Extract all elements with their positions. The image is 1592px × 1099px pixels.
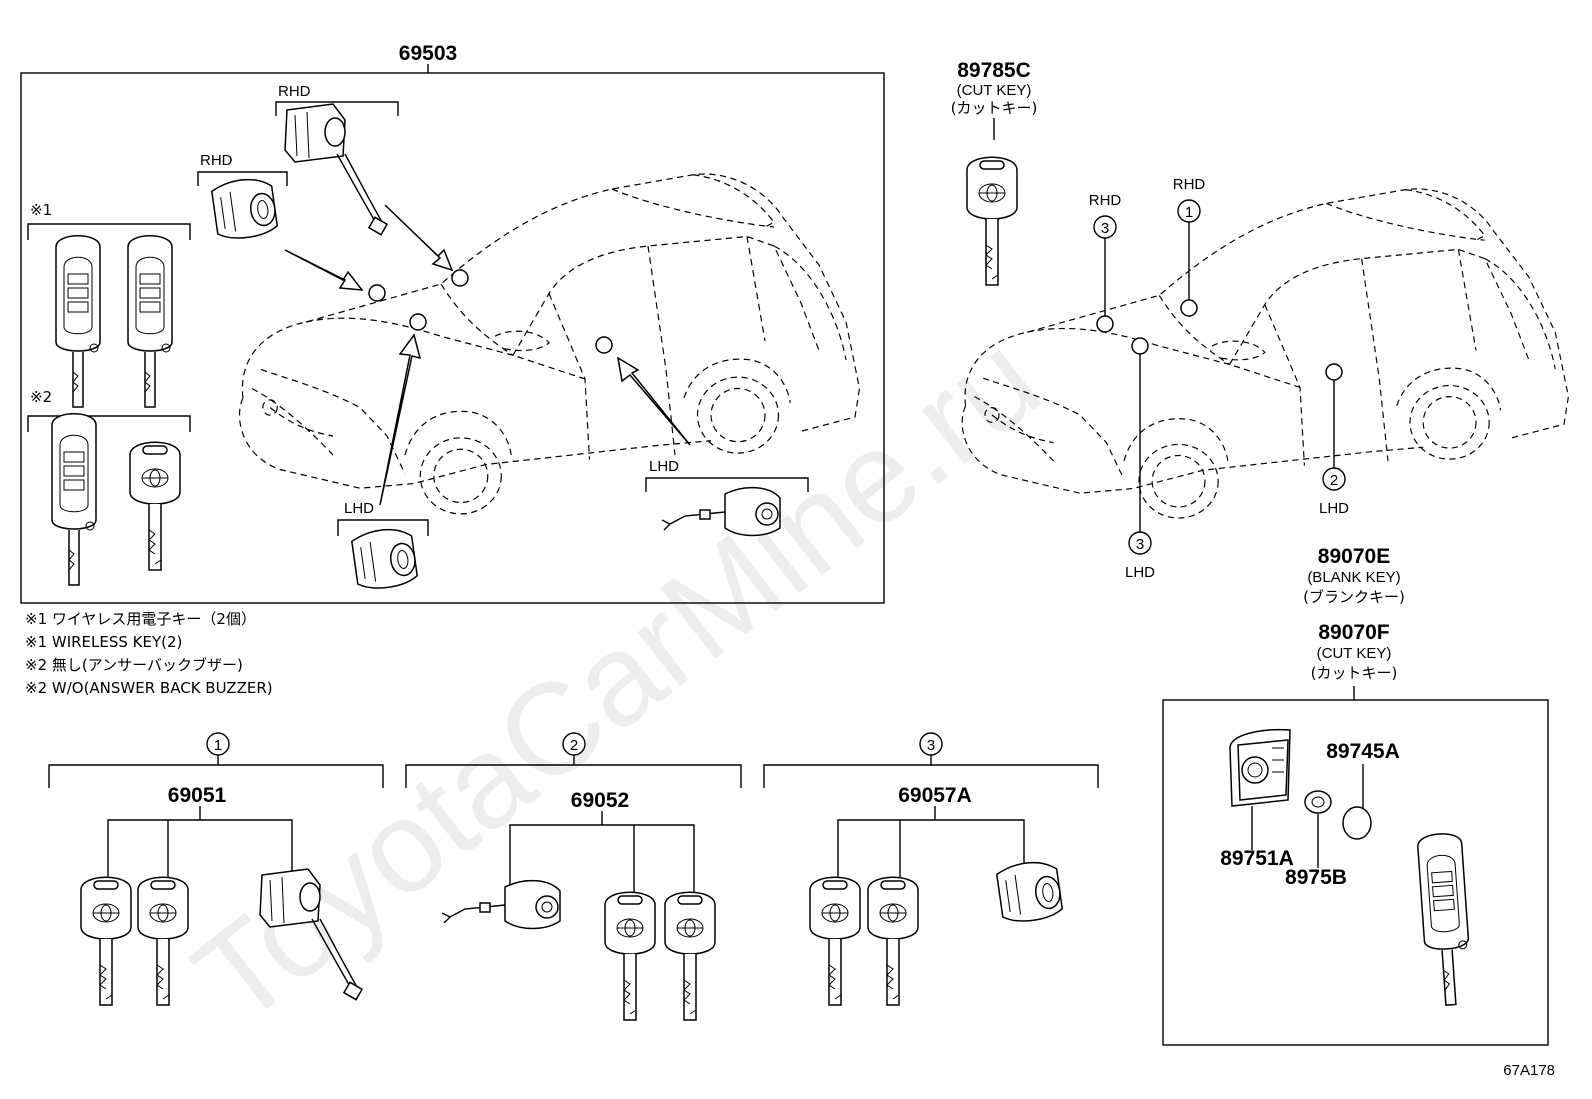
group-1: 1 69051 <box>48 732 384 1006</box>
note-mark-2: ※2 <box>30 388 52 406</box>
battery-part-number: 89745A <box>1326 740 1400 763</box>
note-3: ※2 無し(アンサーバックブザー) <box>25 656 243 674</box>
cut-key-top: 89785C (CUT KEY) (カットキー) <box>951 59 1038 286</box>
note-mark-1: ※1 <box>30 201 52 219</box>
door-cylinder-rhd <box>210 175 280 243</box>
group-3-key-2 <box>867 876 919 1006</box>
note-4: ※2 W/O(ANSWER BACK BUZZER) <box>25 679 273 697</box>
group-1-part-number: 69051 <box>168 784 227 807</box>
label-lhd-door: LHD <box>649 458 679 475</box>
cut-key-box-line1: (CUT KEY) <box>1317 645 1392 662</box>
label-rhd-ignition: RHD <box>278 83 311 100</box>
cover-part-number: 89751A <box>1220 847 1294 870</box>
group-3-part-number: 69057A <box>898 784 972 807</box>
spacer-ring <box>1304 790 1332 814</box>
car-right: RHD 3 RHD 1 3 LHD 2 LHD <box>961 176 1569 581</box>
group-2: 2 69052 <box>405 732 742 1021</box>
ignition-cylinder-rhd <box>284 103 388 236</box>
car-left <box>238 173 861 515</box>
group-2-callout: 2 <box>570 737 578 754</box>
wireless-key-2 <box>127 235 173 408</box>
cut-key-top-icon <box>966 156 1018 286</box>
label-rhd-door: RHD <box>200 152 233 169</box>
label-right-rhd-1: RHD <box>1173 176 1206 193</box>
key-cover <box>1229 728 1291 807</box>
wireless-key-1 <box>55 235 101 408</box>
cut-key-top-number: 89785C <box>957 59 1031 82</box>
group-1-key-1 <box>80 876 132 1006</box>
callout-1-rhd: 1 <box>1185 204 1193 221</box>
transponder-key-1 <box>129 441 181 571</box>
label-right-lhd-3: LHD <box>1125 564 1155 581</box>
assembly-part-number: 69503 <box>399 42 457 65</box>
blank-key-line2: (ブランクキー) <box>1303 588 1405 606</box>
label-right-rhd-3: RHD <box>1089 192 1122 209</box>
blank-key-number: 89070E <box>1318 545 1390 568</box>
cut-key-box-line2: (カットキー) <box>1311 664 1398 682</box>
cut-key-top-line2: (カットキー) <box>951 99 1038 117</box>
group-3: 3 69057A <box>763 732 1099 1006</box>
label-right-lhd-2: LHD <box>1319 500 1349 517</box>
label-lhd-ignition: LHD <box>344 500 374 517</box>
assembly-box: 69503 RHD RHD ※1 <box>20 42 885 604</box>
diagram-id: 67A178 <box>1503 1062 1555 1079</box>
group-3-cylinder <box>995 858 1065 926</box>
group-2-key-1 <box>604 891 656 1021</box>
group-1-callout: 1 <box>214 737 222 754</box>
group-2-key-2 <box>664 891 716 1021</box>
spacer-part-number: 8975B <box>1285 866 1347 889</box>
wireless-key-3 <box>51 413 97 586</box>
flip-key-in-box <box>1416 831 1474 1008</box>
group-2-part-number: 69052 <box>571 789 629 812</box>
callout-3-rhd: 3 <box>1101 220 1109 237</box>
pointer-arrows <box>284 204 691 506</box>
key-set-box: 89070E (BLANK KEY) (ブランクキー) 89070F (CUT … <box>1162 545 1549 1046</box>
blank-key-line1: (BLANK KEY) <box>1307 569 1400 586</box>
battery <box>1342 806 1372 840</box>
group-3-callout: 3 <box>927 737 935 754</box>
group-3-key-1 <box>809 876 861 1006</box>
note-1: ※1 ワイヤレス用電子キー（2個） <box>25 610 256 628</box>
cut-key-box-number: 89070F <box>1318 621 1389 644</box>
callout-2-lhd: 2 <box>1330 472 1338 489</box>
note-2: ※1 WIRELESS KEY(2) <box>25 633 182 651</box>
callout-3-lhd: 3 <box>1136 536 1144 553</box>
ignition-cylinder-lhd <box>350 525 420 593</box>
cut-key-top-line1: (CUT KEY) <box>957 82 1032 99</box>
notes: ※1 ワイヤレス用電子キー（2個） ※1 WIRELESS KEY(2) ※2 … <box>25 610 273 697</box>
